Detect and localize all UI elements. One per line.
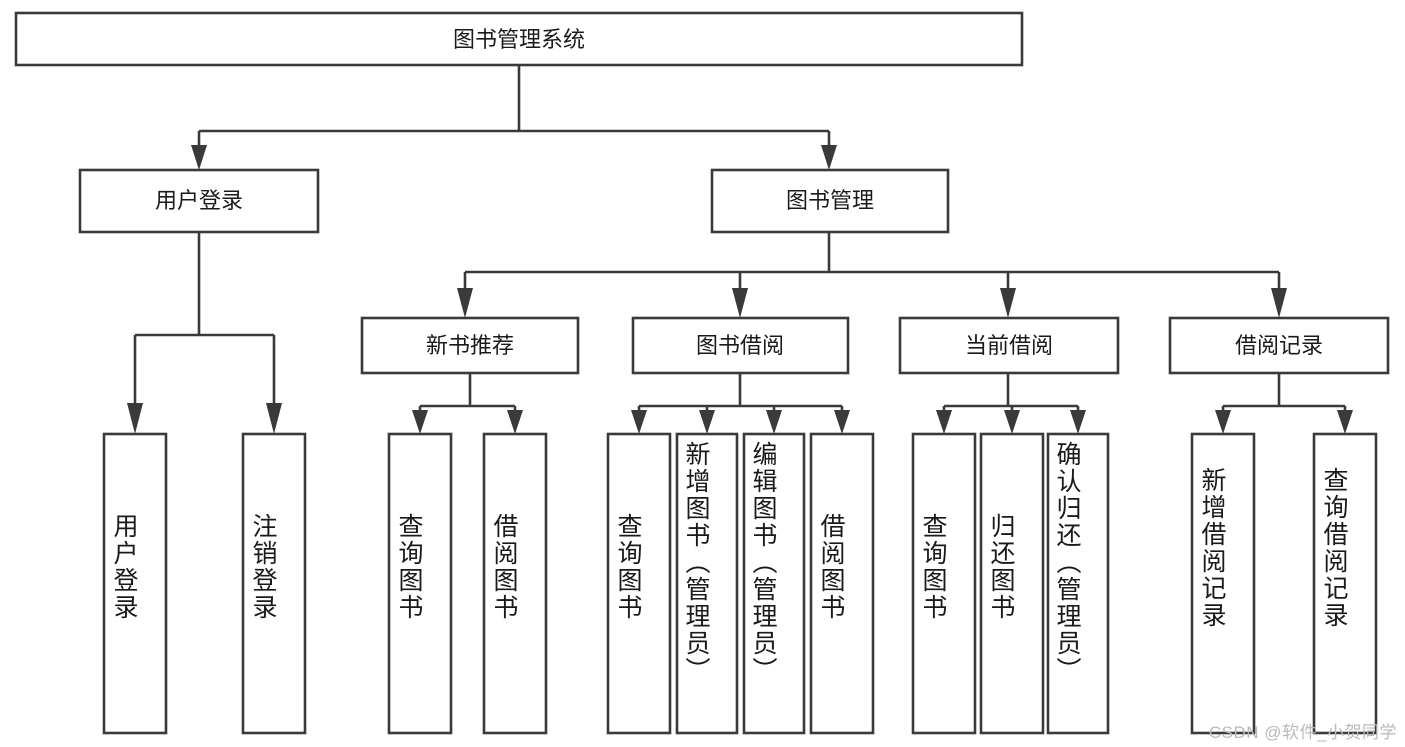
connector-root-to-level2 xyxy=(191,65,837,170)
node-borrow-record-box[interactable] xyxy=(1168,316,1390,375)
node-leaf-add-book-admin-box[interactable] xyxy=(675,432,739,735)
arrow-head-leaf-add-borrow-record xyxy=(1215,410,1231,434)
arrow-head-leaf-borrow-book xyxy=(834,410,850,434)
arrow-head-user-login xyxy=(191,145,207,170)
node-leaf-return-book-box[interactable] xyxy=(979,432,1045,735)
arrow-head-borrow-record xyxy=(1271,288,1287,318)
node-user-login-box[interactable] xyxy=(78,168,320,234)
arrow-head-leaf-query-borrow-record xyxy=(1337,410,1353,434)
node-user-login[interactable]: 用户登录 xyxy=(78,168,320,234)
arrow-head-current-borrow xyxy=(1000,288,1016,318)
node-leaf-query-book-current-box[interactable] xyxy=(911,432,977,735)
node-book-manage-box[interactable] xyxy=(710,168,950,234)
arrow-head-leaf-add-book-admin xyxy=(699,410,715,434)
node-current-borrow[interactable]: 当前借阅 xyxy=(898,316,1120,375)
arrow-head-leaf-edit-book-admin xyxy=(766,410,782,434)
node-leaf-add-borrow-record-box[interactable] xyxy=(1190,432,1256,735)
node-root-box[interactable] xyxy=(14,11,1024,67)
node-book-manage[interactable]: 图书管理 xyxy=(710,168,950,234)
node-current-borrow-box[interactable] xyxy=(898,316,1120,375)
node-book-borrow-label: 图书借阅 xyxy=(696,333,784,358)
arrow-head-new-book-recommend xyxy=(457,288,473,318)
node-borrow-record-label: 借阅记录 xyxy=(1235,333,1323,358)
node-leaf-query-book-recommend-box[interactable] xyxy=(387,432,453,735)
arrow-head-leaf-query-book-borrow xyxy=(631,410,647,434)
arrow-head-leaf-confirm-return-admin xyxy=(1070,410,1086,434)
node-new-book-recommend[interactable]: 新书推荐 xyxy=(360,316,580,375)
node-book-manage-label: 图书管理 xyxy=(786,188,874,213)
node-leaf-borrow-book-recommend-box[interactable] xyxy=(482,432,548,735)
connector-borrow-record-to-leaves xyxy=(1215,373,1353,434)
node-leaf-logout-login-box[interactable] xyxy=(241,432,307,735)
node-leaf-query-book-borrow-box[interactable] xyxy=(606,432,672,735)
node-borrow-record[interactable]: 借阅记录 xyxy=(1168,316,1390,375)
connector-user-login-to-leaves xyxy=(127,232,282,434)
node-leaf-query-borrow-record-box[interactable] xyxy=(1312,432,1378,735)
arrow-head-leaf-return-book xyxy=(1004,410,1020,434)
node-leaf-edit-book-admin-box[interactable] xyxy=(742,432,806,735)
arrow-head-leaf-query-book-recommend xyxy=(412,410,428,434)
node-user-login-label: 用户登录 xyxy=(155,188,243,213)
node-new-book-recommend-label: 新书推荐 xyxy=(426,333,514,358)
arrow-head-leaf-logout-login xyxy=(266,403,282,434)
arrow-head-leaf-query-book-current xyxy=(936,410,952,434)
watermark-text: CSDN @软件_小贺同学 xyxy=(1208,723,1397,742)
arrow-head-book-borrow xyxy=(732,288,748,318)
node-book-borrow-box[interactable] xyxy=(631,316,850,375)
connector-book-manage-to-level3 xyxy=(457,232,1287,318)
arrow-head-leaf-user-login xyxy=(127,403,143,434)
node-leaf-borrow-book-box[interactable] xyxy=(809,432,875,735)
node-leaf-user-login-box[interactable] xyxy=(102,432,168,735)
node-root-label: 图书管理系统 xyxy=(453,27,585,52)
node-book-borrow[interactable]: 图书借阅 xyxy=(631,316,850,375)
node-current-borrow-label: 当前借阅 xyxy=(965,333,1053,358)
node-leaf-confirm-return-admin-box[interactable] xyxy=(1046,432,1110,735)
node-root[interactable]: 图书管理系统 xyxy=(14,11,1024,67)
arrow-head-book-manage xyxy=(821,145,837,170)
connector-current-borrow-to-leaves xyxy=(936,373,1086,434)
arrow-head-leaf-borrow-book-recommend xyxy=(507,410,523,434)
leaf-boxes xyxy=(102,432,1378,735)
node-new-book-recommend-box[interactable] xyxy=(360,316,580,375)
connector-new-book-recommend-to-leaves xyxy=(412,373,523,434)
connector-book-borrow-to-leaves xyxy=(631,373,850,434)
